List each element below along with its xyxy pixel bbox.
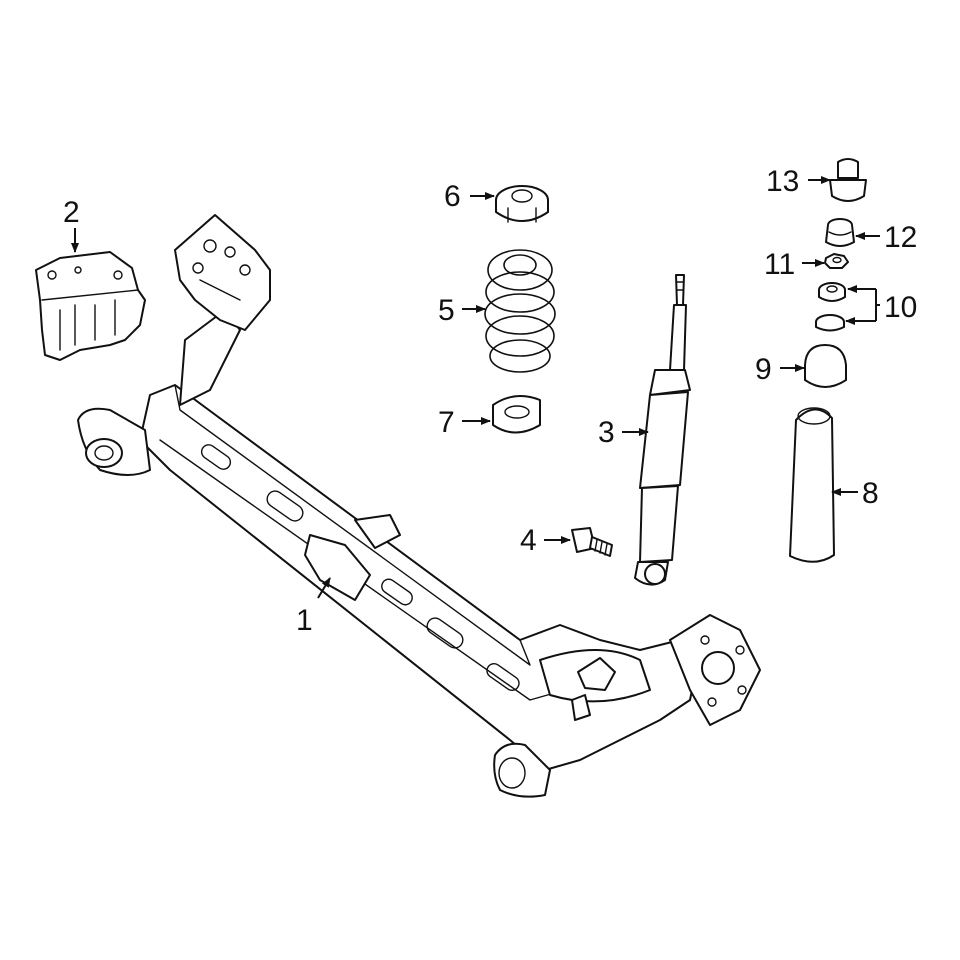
callout-6: 6 (444, 180, 461, 213)
upper-insulator-part[interactable] (495, 185, 549, 223)
callout-13: 13 (766, 165, 799, 198)
shock-absorber-part[interactable] (634, 274, 691, 586)
bolt-part[interactable] (571, 527, 613, 557)
spring-coil (485, 271, 555, 313)
callout-9: 9 (755, 353, 772, 386)
mount-bushing-part[interactable] (825, 218, 855, 247)
mount-washers-part[interactable] (815, 282, 846, 332)
leader-1 (317, 577, 331, 599)
callout-5: 5 (438, 294, 455, 327)
callout-8: 8 (862, 477, 879, 510)
coil-spring-coils (484, 249, 556, 373)
axle-beam-part[interactable] (77, 214, 761, 798)
spring-coil (489, 339, 551, 373)
callout-4: 4 (520, 524, 537, 557)
dust-boot-part[interactable] (789, 407, 835, 563)
callout-7: 7 (438, 406, 455, 439)
callout-labels: 1 2 3 4 5 6 7 8 9 10 11 12 13 (63, 165, 917, 637)
callout-3: 3 (598, 416, 615, 449)
callout-12: 12 (884, 221, 917, 254)
bump-stop-part[interactable] (804, 344, 847, 388)
callout-1: 1 (296, 604, 313, 637)
leader-10 (875, 289, 880, 321)
callout-2: 2 (63, 196, 80, 229)
spring-coil (484, 293, 556, 335)
spring-coil (485, 315, 555, 357)
lower-spring-seat-part[interactable] (492, 395, 541, 434)
spring-coil (487, 249, 553, 291)
nut-part[interactable] (824, 253, 849, 269)
callout-10: 10 (884, 291, 917, 324)
upper-mount-cap-part[interactable] (829, 158, 867, 202)
callout-11: 11 (764, 248, 795, 281)
spring-coil-top (503, 254, 537, 276)
coil-spring-part[interactable] (484, 249, 556, 373)
bracket-part[interactable] (35, 251, 146, 361)
callout-leaders (71, 176, 880, 599)
